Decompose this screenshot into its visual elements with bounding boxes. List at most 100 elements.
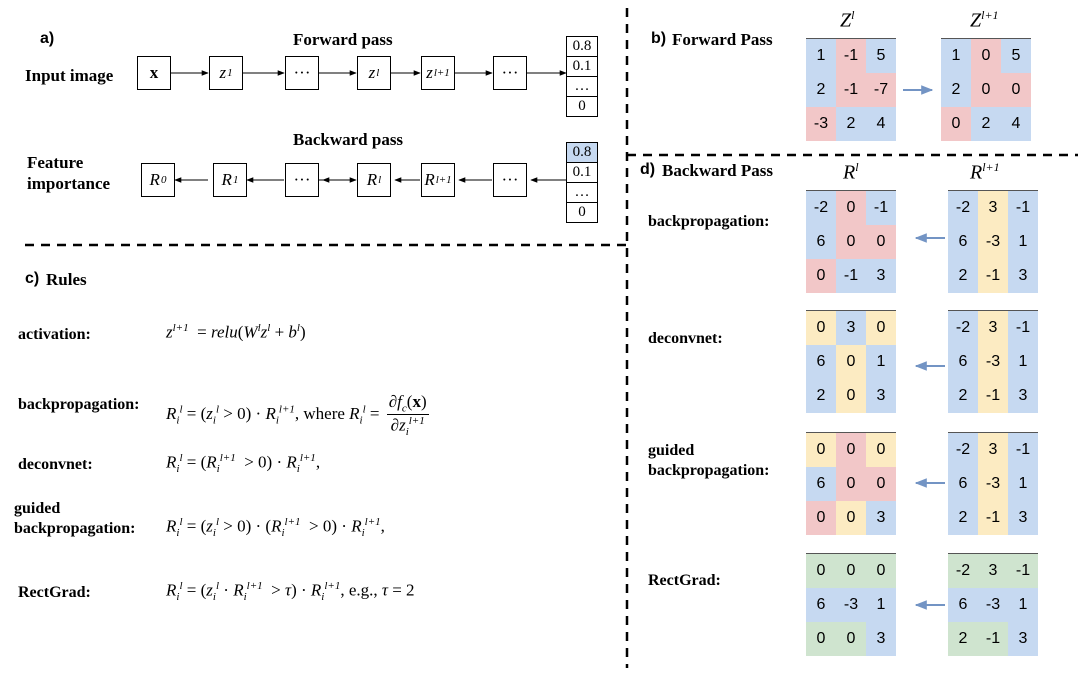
rule-name-backprop: backpropagation: — [18, 396, 140, 413]
matrix-cell: 1 — [941, 39, 971, 73]
matrix-cell: -1 — [978, 622, 1008, 656]
matrix-cell: -2 — [806, 191, 836, 225]
matrix-cell: -2 — [948, 433, 978, 467]
matrix-cell: 3 — [1008, 622, 1038, 656]
matrix-cell: -1 — [978, 501, 1008, 535]
matrix-title-Rl: Rl — [843, 160, 859, 184]
matrix-cell: -1 — [1008, 191, 1038, 225]
matrix-cell: 1 — [1008, 345, 1038, 379]
d-row-name-backprop: backpropagation: — [648, 213, 770, 230]
matrix-cell: 1 — [1008, 467, 1038, 501]
matrix-cell: -1 — [978, 379, 1008, 413]
matrix-cell: 0 — [806, 311, 836, 345]
matrix-cell: 3 — [836, 311, 866, 345]
matrix-cell: 0 — [836, 554, 866, 588]
matrix-cell: -3 — [978, 467, 1008, 501]
matrix-cell: 6 — [806, 467, 836, 501]
matrix-cell: -2 — [948, 311, 978, 345]
matrix-cell: 2 — [806, 379, 836, 413]
input-image-label: Input image — [25, 66, 114, 85]
rule-name-deconvnet: deconvnet: — [18, 456, 93, 473]
node-dots-3: ··· — [285, 163, 319, 197]
matrix-cell: 4 — [866, 107, 896, 141]
matrix-cell: 1 — [1008, 588, 1038, 622]
matrix-cell: 2 — [948, 379, 978, 413]
matrix-cell: 0 — [971, 73, 1001, 107]
panel-b-label: b) — [651, 30, 667, 47]
panel-c-title: Rules — [46, 270, 87, 289]
feature-label: Feature — [27, 153, 84, 172]
rule-eq-guided: Ril = (zil > 0) · (Ril+1 > 0) · Ril+1, — [166, 516, 385, 540]
matrix-cell: 5 — [1001, 39, 1031, 73]
matrix-cell: 0 — [806, 433, 836, 467]
matrix-cell: 0 — [866, 467, 896, 501]
matrix-cell: -1 — [1008, 311, 1038, 345]
matrix-cell: 1 — [866, 345, 896, 379]
matrix-cell: 0 — [836, 467, 866, 501]
matrix-cell: 6 — [948, 225, 978, 259]
backward-output-column: 0.8 0.1 … 0 — [566, 142, 598, 223]
matrix-cell: 2 — [948, 622, 978, 656]
d-row-name-deconvnet: deconvnet: — [648, 330, 723, 347]
matrix-cell: 0 — [806, 622, 836, 656]
matrix-cell: 0 — [866, 311, 896, 345]
matrix-cell: 2 — [806, 73, 836, 107]
rule-eq-activation: zl+1 = relu(Wlzl + bl) — [166, 322, 306, 342]
matrix-cell: 6 — [948, 588, 978, 622]
node-dots-1: ··· — [285, 56, 319, 90]
rule-eq-rectgrad: Ril = (zil · Ril+1 > τ) · Ril+1, e.g., τ… — [166, 580, 415, 604]
rule-name-guided-1: guided — [14, 500, 61, 517]
matrix-cell: 0 — [836, 379, 866, 413]
matrix-cell: 3 — [866, 501, 896, 535]
matrix-cell: 2 — [836, 107, 866, 141]
matrix-cell: 0 — [806, 554, 836, 588]
matrix-cell: 2 — [971, 107, 1001, 141]
matrix-cell: -1 — [836, 259, 866, 293]
panel-a-label: a) — [40, 30, 55, 47]
node-dots-4: ··· — [493, 163, 527, 197]
matrix-cell: -1 — [978, 259, 1008, 293]
d-row-name-guided-2: backpropagation: — [648, 462, 770, 479]
matrix-cell: 0 — [836, 225, 866, 259]
matrix-cell: 4 — [1001, 107, 1031, 141]
rule-eq-backprop: Ril = (zil > 0) · Ril+1, where Ril = ∂fc… — [166, 392, 429, 439]
panel-c-label: c) — [25, 270, 40, 287]
matrix-cell: -1 — [1008, 433, 1038, 467]
matrix-cell: 3 — [978, 554, 1008, 588]
matrix-cell: 0 — [866, 554, 896, 588]
matrix-cell: 6 — [806, 588, 836, 622]
matrix-cell: 5 — [866, 39, 896, 73]
matrix-cell: 2 — [948, 501, 978, 535]
node-dots-2: ··· — [493, 56, 527, 90]
matrix-cell: -2 — [948, 191, 978, 225]
matrix-cell: 0 — [806, 259, 836, 293]
matrix-cell: 0 — [836, 501, 866, 535]
matrix-cell: -3 — [978, 588, 1008, 622]
d-row-name-guided-1: guided — [648, 442, 695, 459]
matrix-cell: 3 — [866, 259, 896, 293]
matrix-title-Rl1: Rl+1 — [970, 160, 1000, 184]
matrix-cell: 3 — [978, 311, 1008, 345]
matrix-cell: 3 — [1008, 379, 1038, 413]
matrix-cell: 3 — [978, 191, 1008, 225]
matrix-cell: -3 — [836, 588, 866, 622]
importance-label: importance — [27, 174, 111, 193]
matrix-cell: 0 — [836, 345, 866, 379]
matrix-cell: 6 — [806, 345, 836, 379]
forward-output-column: 0.8 0.1 … 0 — [566, 36, 598, 117]
